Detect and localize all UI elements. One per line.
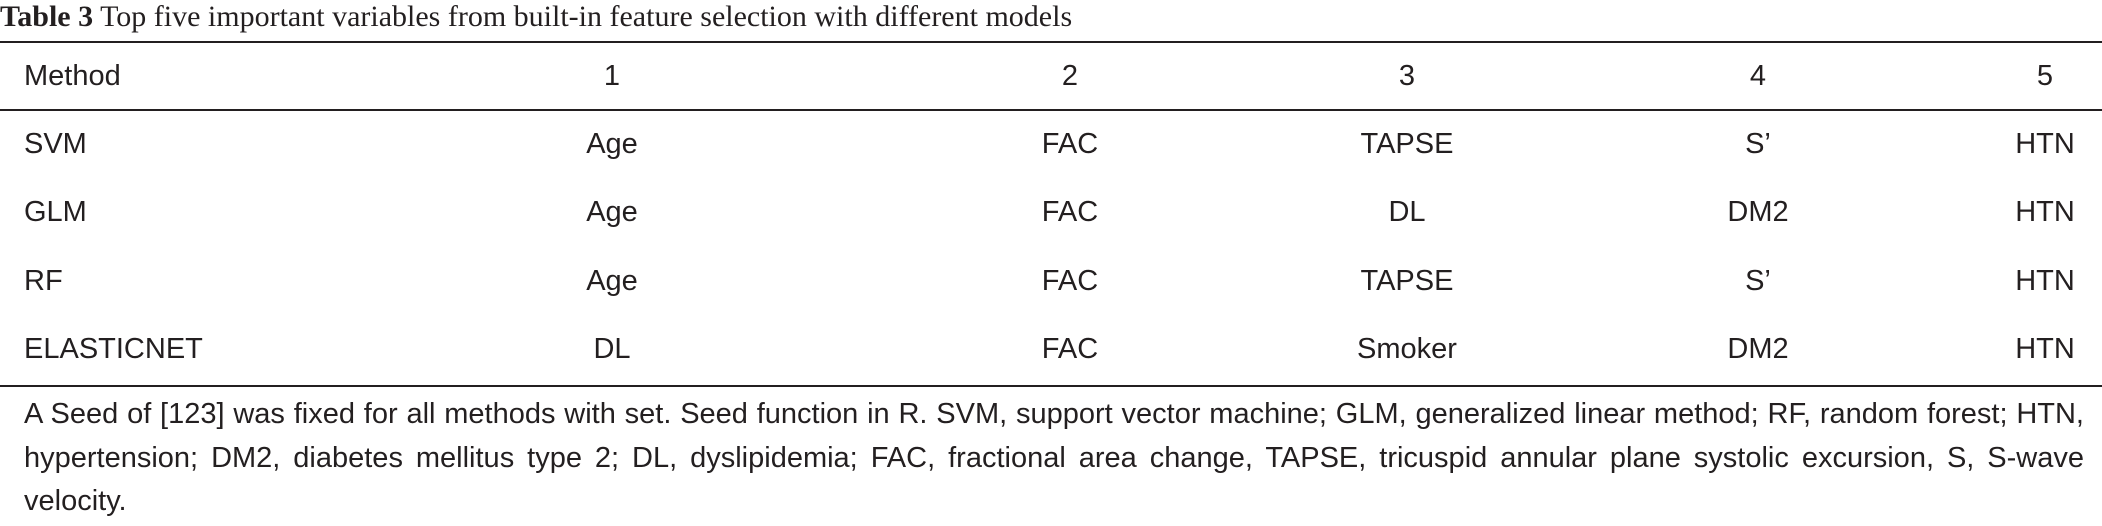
row-cell: S’ — [1745, 264, 1771, 297]
row-cell: HTN — [2015, 127, 2075, 160]
row-cell: TAPSE — [1360, 264, 1454, 297]
variables-table: Method 1 2 3 4 5 SVM Age FAC TAPSE S’ HT… — [0, 42, 2102, 384]
table-caption: Table 3 Top five important variables fro… — [0, 0, 1072, 40]
top-rule — [0, 41, 2102, 43]
row-method: RF — [24, 264, 63, 297]
row-cell: Age — [586, 264, 638, 297]
header-rank-2: 2 — [1061, 59, 1079, 92]
row-cell: S’ — [1745, 127, 1771, 160]
row-method: SVM — [24, 127, 87, 160]
row-cell: HTN — [2015, 333, 2075, 366]
row-method: GLM — [24, 196, 87, 229]
table-row: SVM Age FAC TAPSE S’ HTN — [0, 110, 2102, 179]
row-cell: FAC — [1041, 196, 1099, 229]
header-rank-5: 5 — [2036, 59, 2054, 92]
row-cell: TAPSE — [1360, 127, 1454, 160]
row-cell: FAC — [1041, 127, 1099, 160]
row-cell: FAC — [1041, 264, 1099, 297]
header-rank-1: 1 — [603, 59, 621, 92]
row-method: ELASTICNET — [24, 333, 203, 366]
table-row: RF Age FAC TAPSE S’ HTN — [0, 247, 2102, 316]
header-rank-3: 3 — [1398, 59, 1416, 92]
row-cell: DM2 — [1727, 196, 1789, 229]
row-cell: DM2 — [1727, 333, 1789, 366]
table-header-row: Method 1 2 3 4 5 — [0, 42, 2102, 110]
table-footnote: A Seed of [123] was fixed for all method… — [24, 398, 2084, 517]
row-cell: Age — [586, 196, 638, 229]
row-cell: Smoker — [1357, 333, 1457, 366]
header-method: Method — [24, 59, 121, 92]
row-cell: HTN — [2015, 264, 2075, 297]
table-row: GLM Age FAC DL DM2 HTN — [0, 179, 2102, 248]
table-row: ELASTICNET DL FAC Smoker DM2 HTN — [0, 316, 2102, 385]
row-cell: DL — [593, 333, 631, 366]
row-cell: FAC — [1041, 333, 1099, 366]
header-rule — [0, 109, 2102, 111]
table-caption-label: Table 3 — [0, 0, 94, 33]
row-cell: DL — [1388, 196, 1426, 229]
row-cell: HTN — [2015, 196, 2075, 229]
row-cell: Age — [586, 127, 638, 160]
table-caption-text: Top five important variables from built-… — [100, 0, 1073, 33]
bottom-rule — [0, 385, 2102, 387]
header-rank-4: 4 — [1749, 59, 1767, 92]
